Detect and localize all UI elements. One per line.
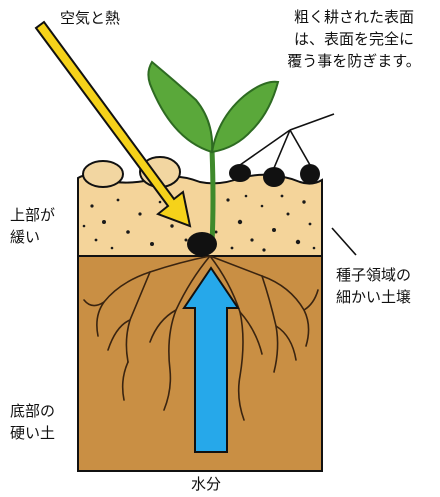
label-upper-loose-line2: 緩い	[10, 226, 55, 248]
label-rough-surface-line3: 覆う事を防ぎます。	[266, 50, 440, 72]
soil-clod	[83, 161, 123, 187]
surface-clod-black	[263, 167, 285, 187]
label-upper-loose: 上部が 緩い	[10, 204, 55, 248]
sprout-stem	[212, 150, 213, 244]
surface-clod-black	[300, 164, 320, 184]
label-seed-zone: 種子領域の 細かい土壌	[336, 264, 411, 308]
label-rough-surface-line1: 粗く耕された表面	[266, 6, 440, 28]
surface-clod-black	[229, 164, 251, 182]
label-air-heat: 空気と熱	[60, 7, 120, 29]
label-seed-zone-line2: 細かい土壌	[336, 286, 411, 308]
seed	[187, 232, 217, 256]
label-bottom-hard-line2: 硬い土	[10, 422, 55, 444]
label-seed-zone-line1: 種子領域の	[336, 264, 411, 286]
sprout-leaf-left	[148, 62, 212, 152]
label-upper-loose-line1: 上部が	[10, 204, 55, 226]
label-rough-surface: 粗く耕された表面 は、表面を完全に 覆う事を防ぎます。	[266, 6, 440, 72]
label-rough-surface-line2: は、表面を完全に	[266, 28, 440, 50]
label-bottom-hard: 底部の 硬い土	[10, 400, 55, 444]
sprout-leaf-right	[212, 82, 278, 152]
label-bottom-hard-line1: 底部の	[10, 400, 55, 422]
label-water: 水分	[191, 473, 221, 495]
